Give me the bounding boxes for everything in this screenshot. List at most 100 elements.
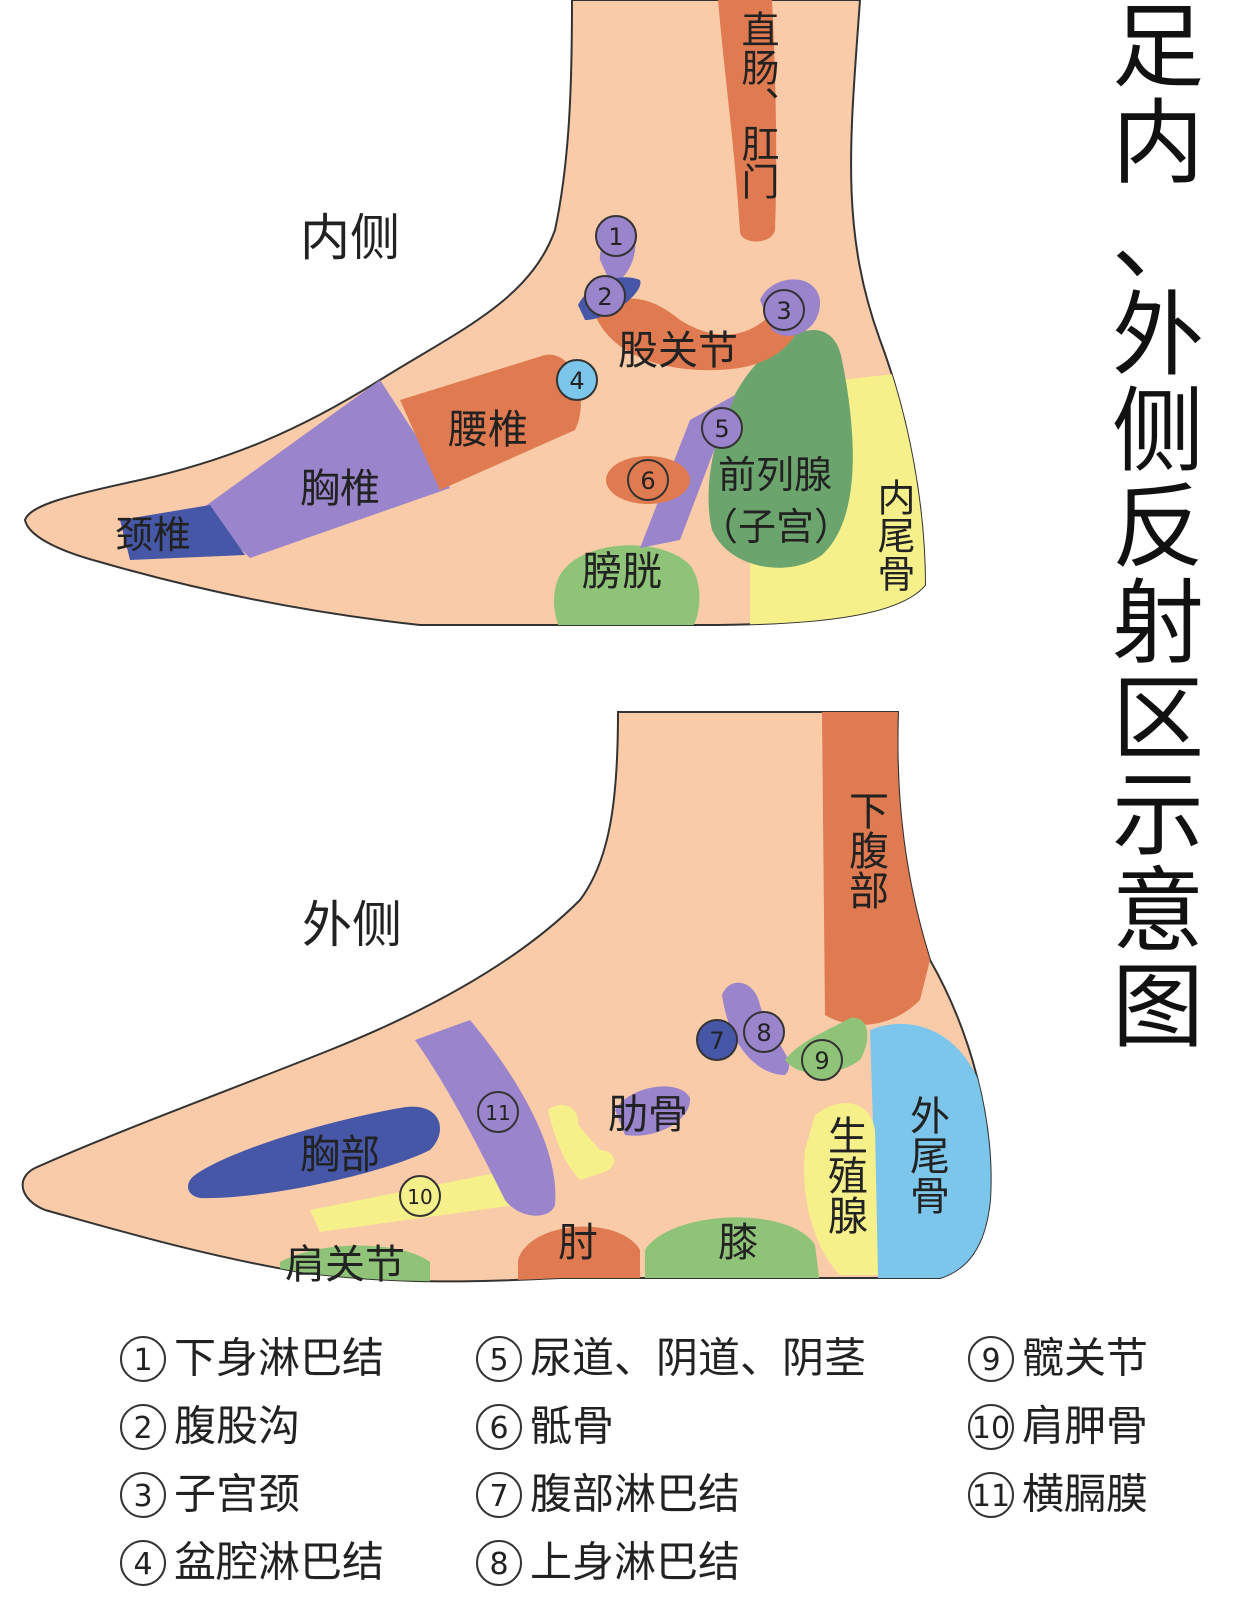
thoracic-zone: [200, 380, 450, 558]
rectum-label: 直肠、肛门: [735, 10, 779, 200]
marker-3-num: 3: [776, 297, 791, 325]
knee-zone: [645, 1217, 820, 1282]
hip-label: 股关节: [618, 328, 738, 374]
legend-label: 上身淋巴结: [530, 1537, 741, 1587]
marker-10-num: 10: [407, 1185, 432, 1209]
legend-number: 3: [120, 1471, 166, 1518]
legend-number: 2: [120, 1403, 166, 1450]
title-char: 、: [1111, 186, 1204, 293]
bladder-label: 膀胱: [582, 549, 662, 595]
marker-11-num: 11: [485, 1101, 510, 1125]
marker-10: [399, 1175, 441, 1217]
marker-3: [763, 289, 805, 331]
elbow-zone: [518, 1226, 640, 1282]
title-char: 侧: [1111, 378, 1204, 485]
foot-illustrations: 1 2 3 4 5 6 内侧 直肠、肛门 股关节 腰椎 胸椎 颈椎 前列腺 （子…: [21, 0, 992, 1288]
uterus-label: （子宫）: [700, 505, 852, 549]
marker-8-num: 8: [756, 1019, 771, 1047]
chest-label: 胸部: [300, 1132, 380, 1178]
marker-2: [584, 275, 626, 317]
marker-7-num: 7: [709, 1027, 724, 1055]
prostate-zone: [708, 330, 853, 568]
legend-number: 11: [968, 1471, 1014, 1518]
legend-number: 8: [476, 1539, 522, 1586]
legend-number: 5: [476, 1335, 522, 1382]
marker-4: [556, 359, 598, 401]
title-char: 足: [1111, 0, 1204, 101]
knee-label: 膝: [718, 1220, 758, 1266]
legend-label: 横膈膜: [1022, 1469, 1149, 1519]
legend-number: 7: [476, 1471, 522, 1518]
title-char: 内: [1111, 90, 1204, 197]
legend-label: 尿道、阴道、阴茎: [530, 1333, 867, 1383]
legend-number: 9: [968, 1335, 1014, 1382]
outer-coccyx-label: 外尾骨: [903, 1095, 949, 1215]
marker-2-num: 2: [597, 283, 612, 311]
reflexology-diagram: 1 2 3 4 5 6 内侧 直肠、肛门 股关节 腰椎 胸椎 颈椎 前列腺 （子…: [21, 0, 1218, 1587]
title-char: 图: [1111, 954, 1204, 1061]
marker-4-num: 4: [569, 367, 584, 395]
marker-1: [595, 215, 637, 257]
lower-abdomen-zone: [822, 712, 930, 1025]
title-char: 意: [1111, 858, 1204, 965]
inner-coccyx-label: 内尾骨: [871, 478, 915, 592]
chest-zone: [188, 1106, 440, 1199]
title-char: 射: [1111, 570, 1204, 677]
lumbar-zone: [400, 354, 581, 490]
shoulder-label: 肩关节: [285, 1242, 405, 1288]
cervical-label: 颈椎: [115, 513, 191, 557]
gonad-zone: [804, 1103, 878, 1275]
title-char: 区: [1111, 666, 1204, 773]
marker-11: [477, 1091, 519, 1133]
title-char: 示: [1111, 762, 1204, 869]
elbow-label: 肘: [558, 1220, 598, 1266]
outer-markers: 7 8 9 10 11: [399, 1011, 843, 1217]
marker-9: [801, 1039, 843, 1081]
outer-heading: 外侧: [302, 896, 402, 954]
title-char: 外: [1111, 282, 1204, 389]
inner-markers: 1 2 3 4 5 6: [556, 215, 805, 501]
marker-5-num: 5: [714, 415, 729, 443]
legend-number: 6: [476, 1403, 522, 1450]
marker-5: [701, 407, 743, 449]
gonad-label: 生殖腺: [821, 1115, 868, 1235]
marker-8: [743, 1011, 785, 1053]
marker-6: [627, 459, 669, 501]
page-title: 足内、外侧反射区示意图: [1098, 0, 1218, 1060]
rib-label: 肋骨: [608, 1092, 688, 1138]
rectum-zone: [718, 0, 777, 242]
bladder-zone: [554, 545, 700, 625]
legend-number: 4: [120, 1539, 166, 1586]
legend-label: 子宫颈: [174, 1469, 301, 1519]
legend-label: 髋关节: [1022, 1333, 1149, 1383]
marker-6-num: 6: [640, 467, 655, 495]
prostate-label: 前列腺: [718, 453, 832, 497]
rib-yellow-zone: [548, 1105, 615, 1180]
title-char: 反: [1111, 474, 1204, 581]
lower-abdomen-label: 下腹部: [842, 790, 888, 910]
legend-label: 腹部淋巴结: [530, 1469, 741, 1519]
lumbar-label: 腰椎: [448, 407, 528, 453]
legend-label: 下身淋巴结: [174, 1333, 385, 1383]
marker-9-num: 9: [814, 1047, 829, 1075]
rib-zone: [615, 1086, 691, 1136]
marker-1-num: 1: [608, 223, 623, 251]
hip-zone: [595, 290, 805, 371]
outer-coccyx-zone: [870, 1023, 991, 1280]
legend-number: 1: [120, 1335, 166, 1382]
legend-label: 骶骨: [530, 1401, 615, 1451]
inner-heading: 内侧: [300, 209, 400, 267]
